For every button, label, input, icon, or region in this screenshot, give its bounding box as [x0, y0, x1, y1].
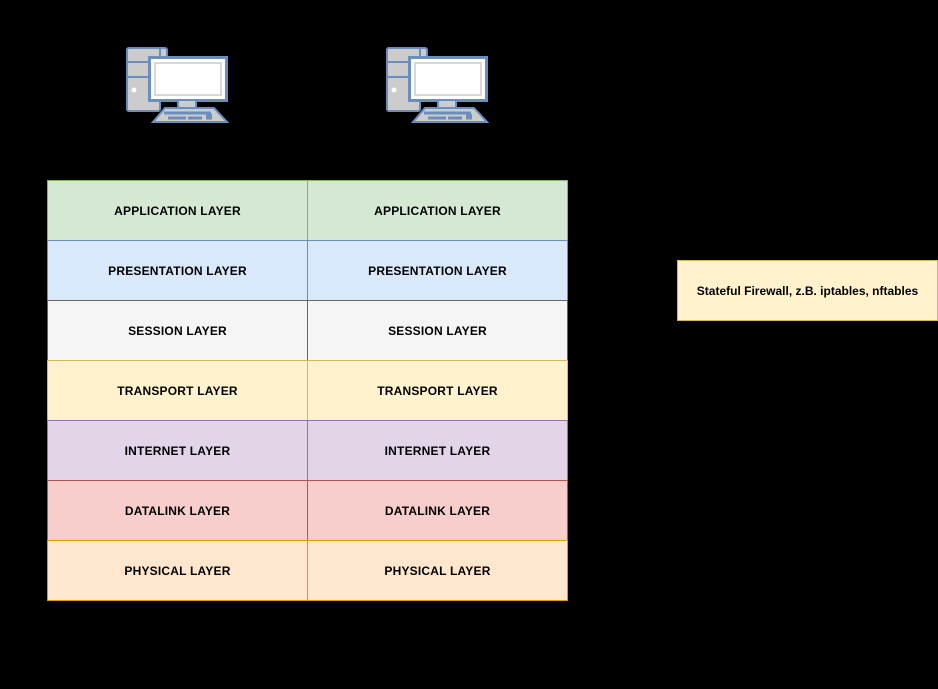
layer-cell-internet: INTERNET LAYER	[47, 420, 308, 481]
layer-cell-datalink: DATALINK LAYER	[47, 480, 308, 541]
desktop-computer-icon	[386, 47, 490, 123]
layer-cell-presentation: PRESENTATION LAYER	[47, 240, 308, 301]
layer-cell-physical: PHYSICAL LAYER	[307, 540, 568, 601]
layer-cell-internet: INTERNET LAYER	[307, 420, 568, 481]
firewall-box: Stateful Firewall, z.B. iptables, nftabl…	[677, 260, 938, 321]
layer-cell-session: SESSION LAYER	[47, 300, 308, 361]
layer-stack-left: APPLICATION LAYER PRESENTATION LAYER SES…	[47, 180, 308, 601]
layer-cell-presentation: PRESENTATION LAYER	[307, 240, 568, 301]
layer-cell-application: APPLICATION LAYER	[307, 180, 568, 241]
firewall-label: Stateful Firewall, z.B. iptables, nftabl…	[696, 283, 919, 298]
layer-cell-transport: TRANSPORT LAYER	[47, 360, 308, 421]
layer-cell-datalink: DATALINK LAYER	[307, 480, 568, 541]
layer-stack-right: APPLICATION LAYER PRESENTATION LAYER SES…	[307, 180, 568, 601]
layer-cell-transport: TRANSPORT LAYER	[307, 360, 568, 421]
layer-cell-session: SESSION LAYER	[307, 300, 568, 361]
desktop-computer-icon	[126, 47, 230, 123]
layer-cell-physical: PHYSICAL LAYER	[47, 540, 308, 601]
layer-cell-application: APPLICATION LAYER	[47, 180, 308, 241]
